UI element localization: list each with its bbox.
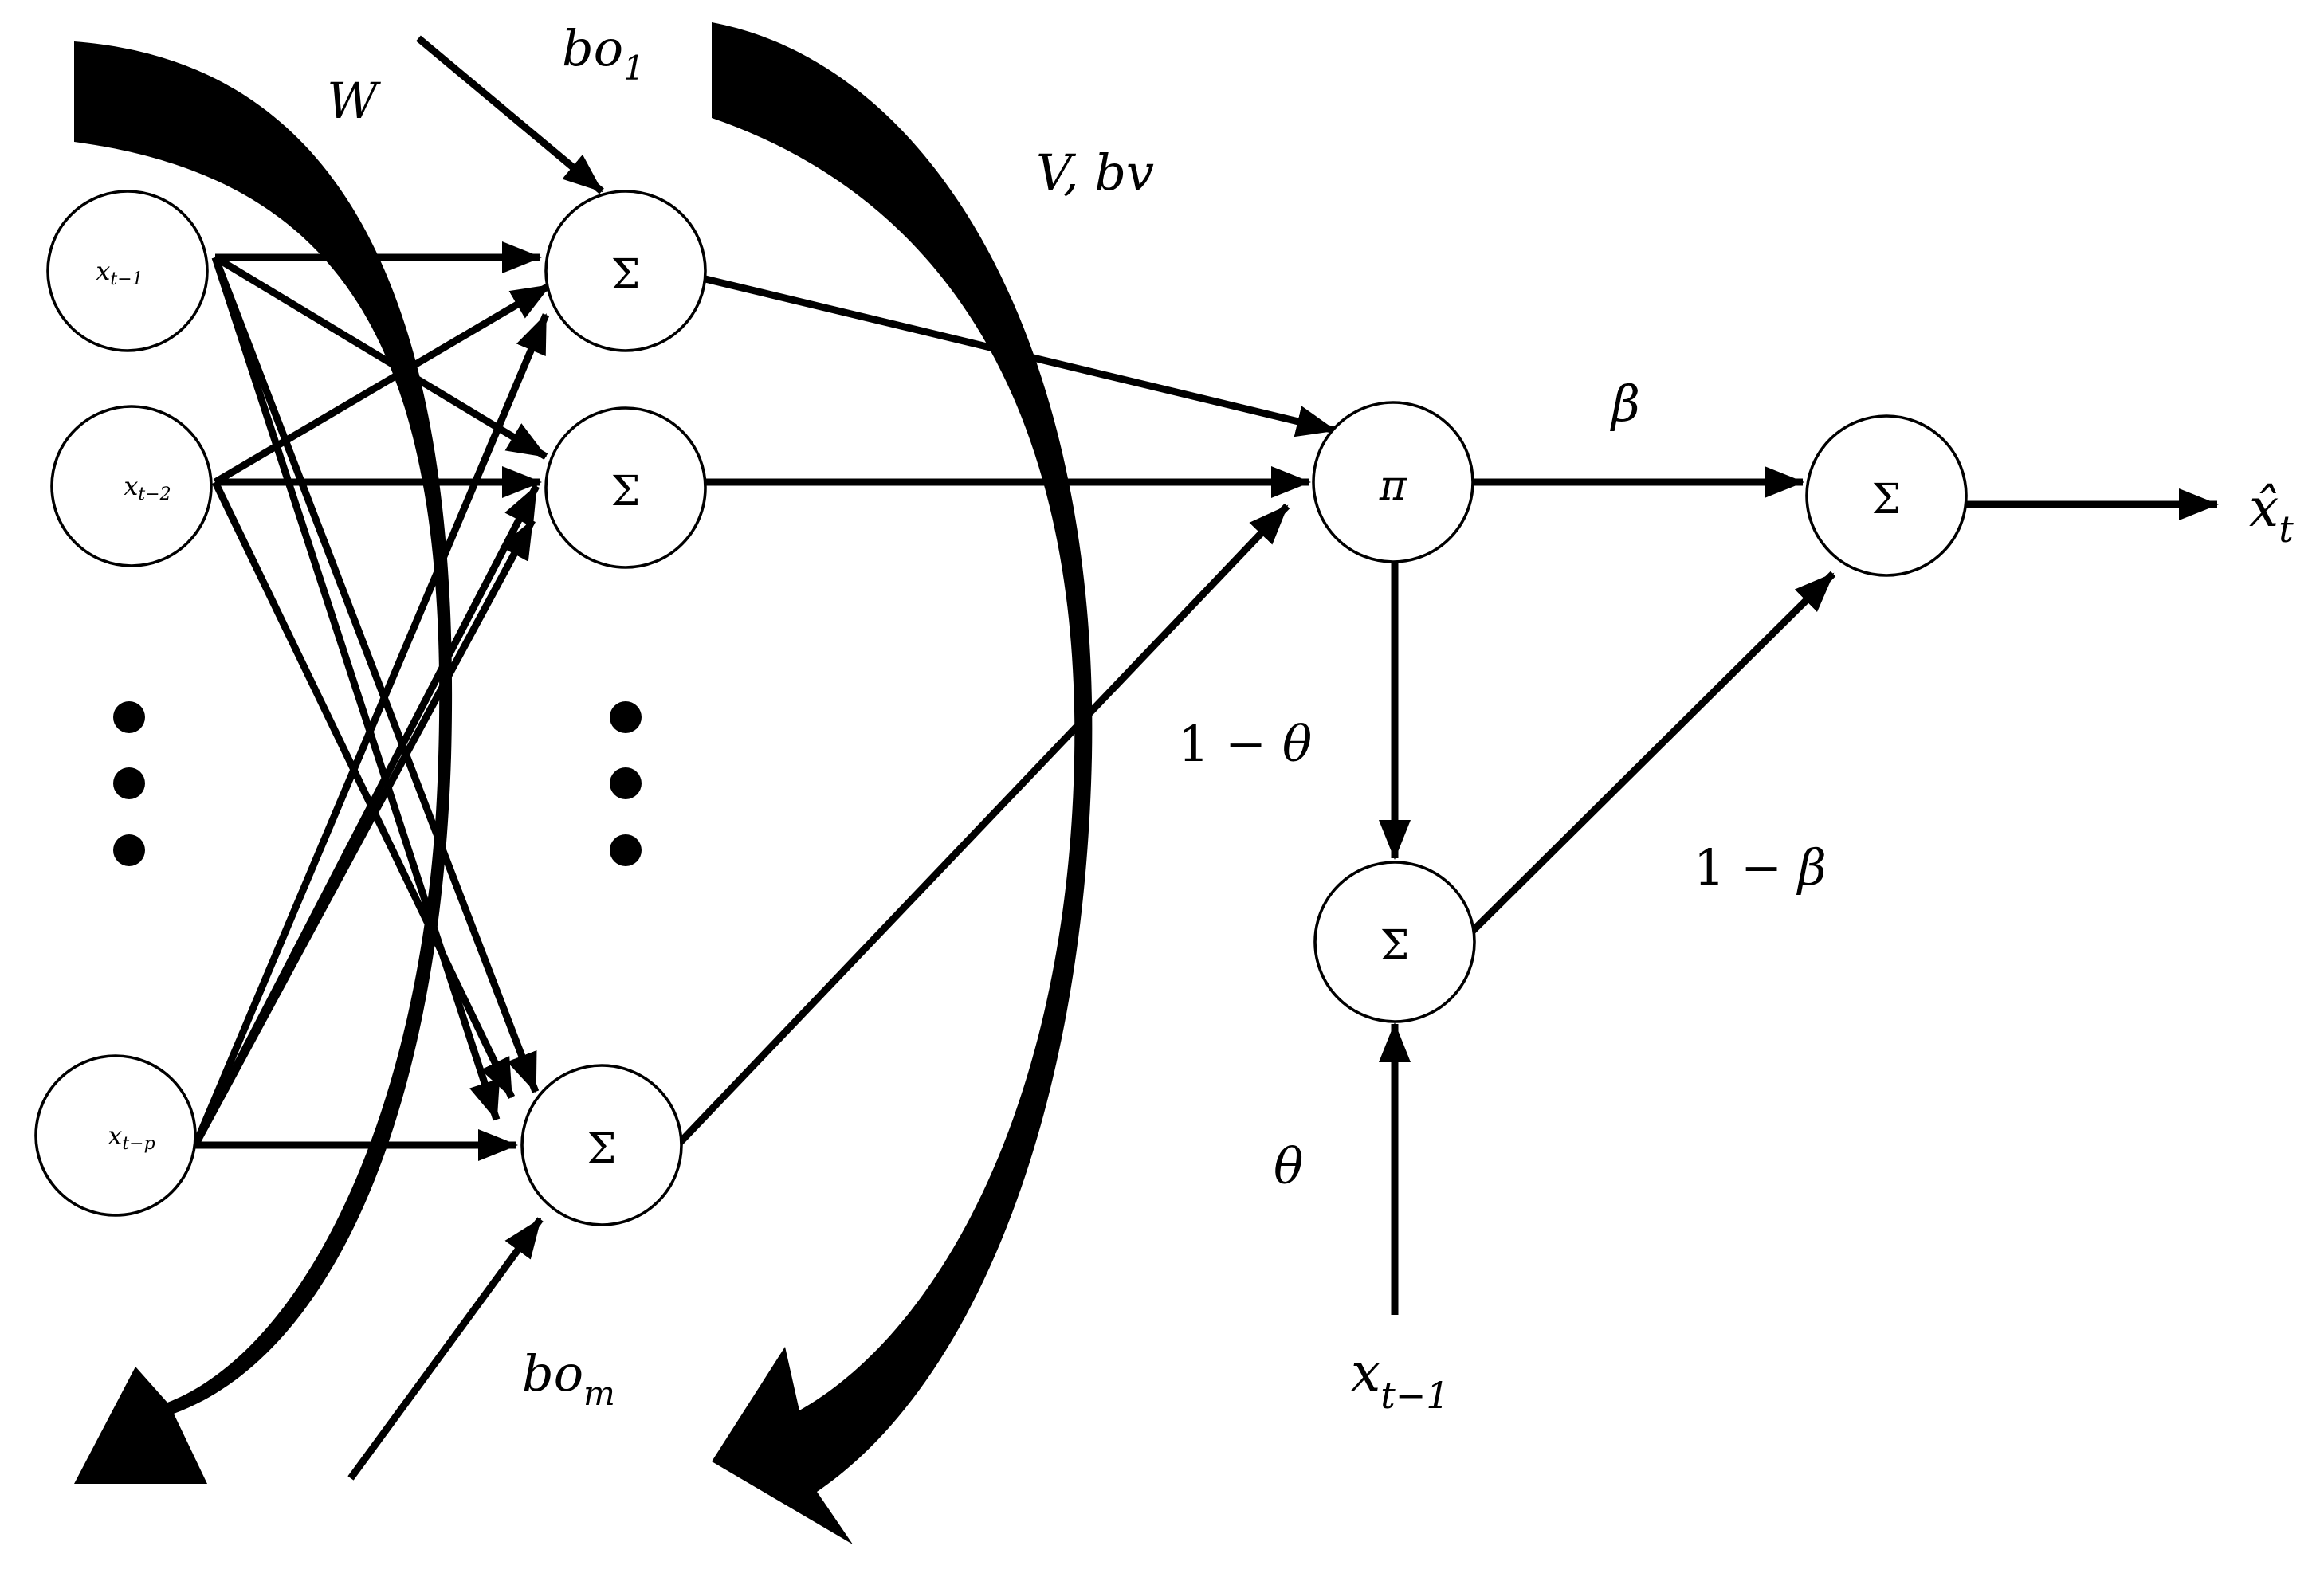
svg-text:Σ: Σ xyxy=(1872,476,1902,524)
edge-x1-hm-b xyxy=(211,256,540,1093)
input-node-2: xt−2 xyxy=(50,405,213,567)
svg-text:xt−p: xt−p xyxy=(108,1120,155,1154)
edge-xp-h2b xyxy=(192,518,536,1148)
hidden-node-1: Σ xyxy=(544,190,707,352)
weights-v-curved-arrow xyxy=(712,22,1093,1544)
hidden-output-edges xyxy=(674,275,1337,1148)
label-bias-m: bom xyxy=(522,1344,615,1413)
svg-text:xt−1: xt−1 xyxy=(96,256,143,289)
label-weights-v: V, bv xyxy=(1036,143,1154,202)
edge-xp-h1 xyxy=(191,313,550,1147)
svg-text:π: π xyxy=(1379,462,1407,510)
mix-sum-node: Σ xyxy=(1313,861,1476,1023)
hidden-node-m: Σ xyxy=(520,1064,683,1226)
hidden-ellipsis-dots xyxy=(610,701,642,866)
output-sum-node: Σ xyxy=(1805,414,1968,577)
label-bias-1: bo1 xyxy=(562,19,645,88)
edge-x2-h1 xyxy=(213,282,552,485)
input-ellipsis-dots xyxy=(113,701,145,866)
label-prev-input: xt−1 xyxy=(1351,1342,1450,1417)
svg-text:Σ: Σ xyxy=(587,1125,617,1173)
edge-x1-h2 xyxy=(213,254,548,460)
hidden-node-2: Σ xyxy=(544,406,707,569)
label-one-minus-theta: 1 − θ xyxy=(1178,715,1312,773)
label-weights-w: W xyxy=(327,72,381,130)
input-node-1: xt−1 xyxy=(46,190,209,352)
svg-text:Σ: Σ xyxy=(611,468,641,516)
input-hidden-edges xyxy=(191,241,552,1161)
bias-1-arrow xyxy=(416,35,604,194)
svg-text:Σ: Σ xyxy=(611,251,641,299)
product-node: π xyxy=(1312,401,1474,563)
label-theta: θ xyxy=(1274,1137,1303,1195)
svg-text:xt−2: xt−2 xyxy=(124,471,171,504)
edge-mix-output xyxy=(1470,571,1836,934)
label-output: x̂t xyxy=(2249,477,2294,551)
bias-m-arrow xyxy=(347,1217,544,1481)
label-beta: β xyxy=(1610,375,1640,433)
edge-hm-pi xyxy=(674,503,1290,1148)
edge-h1-pi xyxy=(704,275,1337,437)
svg-text:Σ: Σ xyxy=(1380,922,1410,970)
input-node-p: xt−p xyxy=(34,1054,197,1217)
label-one-minus-beta: 1 − β xyxy=(1694,838,1827,896)
edge-x2-hm xyxy=(211,481,516,1099)
